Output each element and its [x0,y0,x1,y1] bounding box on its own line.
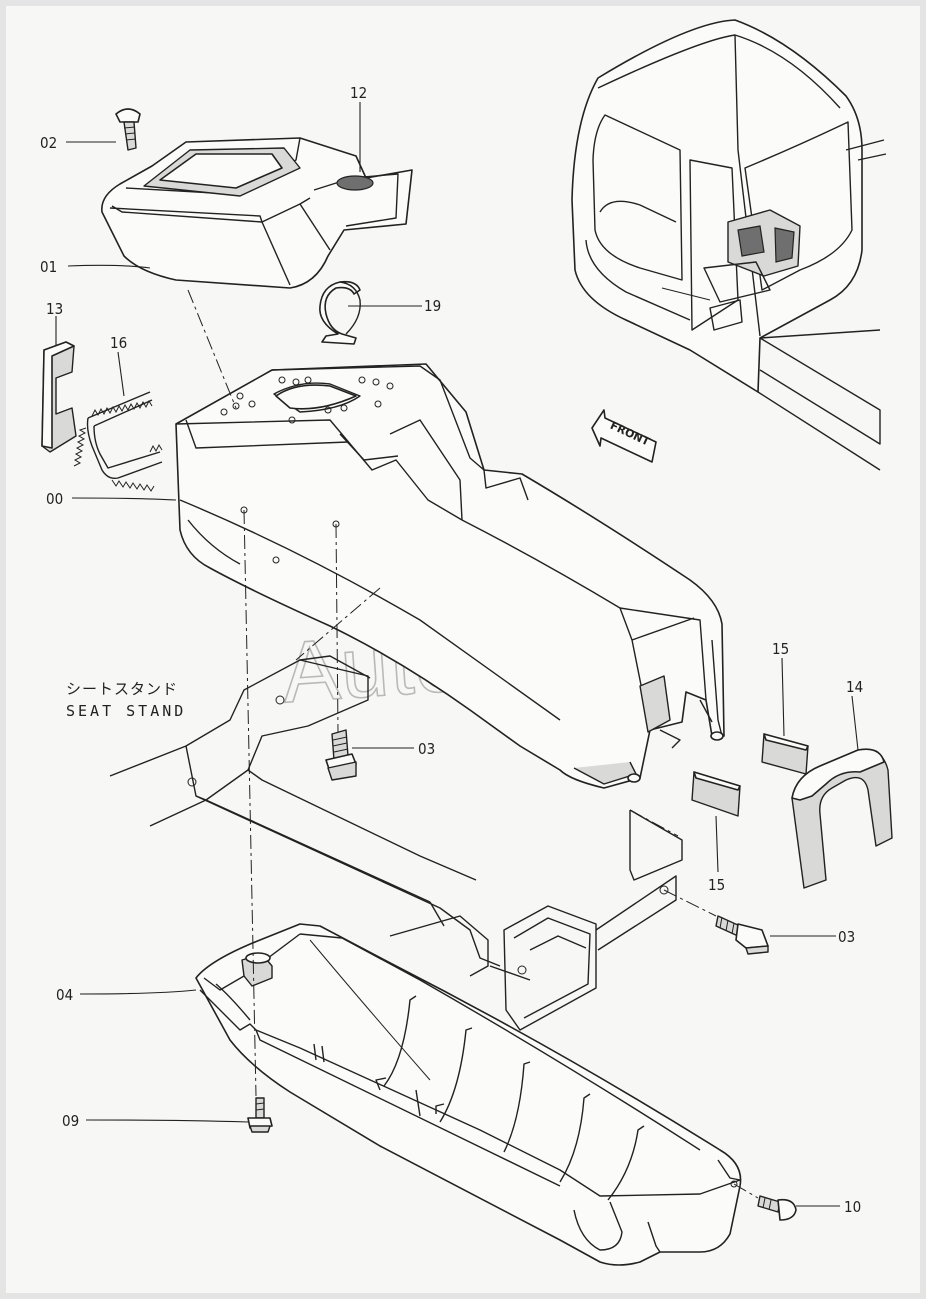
assembly-line-03-upper [335,523,339,733]
assembly-line-09 [243,509,257,1097]
part-02-screw [115,108,141,151]
part-03-bolt-upper [325,729,357,781]
callout-03-upper: 03 [418,740,435,758]
part-14-u-bracket [791,748,893,889]
callout-09: 09 [62,1112,79,1130]
callout-15-upper: 15 [772,640,789,658]
callout-19: 19 [424,297,441,315]
callout-12: 12 [350,84,367,102]
assembly-line-15 [629,809,679,837]
callout-03-lower: 03 [838,928,855,946]
assembly-line-03-lower [663,889,717,917]
part-01-top-cover [101,137,413,289]
callout-04: 04 [56,986,73,1004]
part-13-bracket [41,341,77,453]
excavator-cab-illustration [571,19,887,471]
front-direction-arrow: FRONT [591,409,657,463]
callout-10: 10 [844,1198,861,1216]
assembly-line-10 [733,1183,759,1199]
seat-stand-label-en: SEAT STAND [66,702,186,720]
assembly-line-seat [295,587,381,661]
part-19-clamp [319,280,361,345]
part-09-screw [247,1097,273,1133]
part-04-under-cover [195,923,742,1266]
part-03-bolt-lower [715,915,769,955]
part-15-pad-upper [761,733,809,775]
assembly-line-01 [187,289,237,409]
part-00-console-body [175,363,725,789]
callout-16: 16 [110,334,127,352]
callout-02: 02 [40,134,57,152]
part-10-screw [757,1195,797,1221]
part-15-pad-lower [691,771,741,817]
callout-13: 13 [46,300,63,318]
callout-15-lower: 15 [708,876,725,894]
callout-00: 00 [46,490,63,508]
seat-stand-frame [109,655,683,1031]
part-16-edge-trim [73,391,163,492]
seat-stand-label-jp: シートスタンド [66,681,178,698]
callout-14: 14 [846,678,863,696]
leader-lines [55,102,859,1207]
callout-01: 01 [40,258,57,276]
